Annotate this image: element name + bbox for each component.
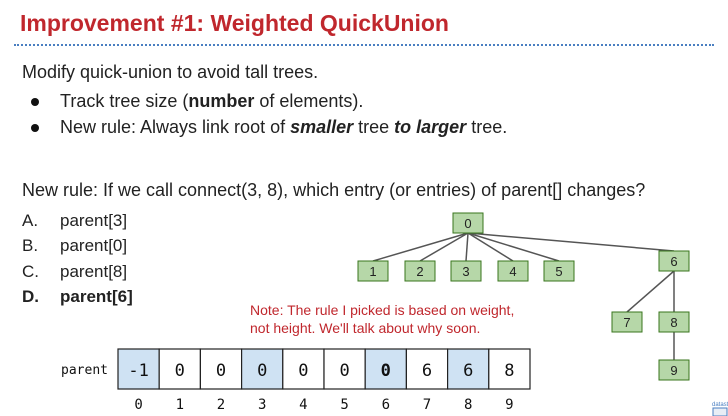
tree-node-label-4: 4	[509, 264, 516, 279]
tree-node-label-2: 2	[416, 264, 423, 279]
array-value-2: 0	[216, 361, 226, 381]
array-cell-6	[364, 348, 408, 390]
array-cell-4	[282, 348, 325, 390]
array-index-8: 8	[464, 397, 472, 413]
array-value-5: 0	[339, 361, 349, 381]
array-value-0: -1	[128, 361, 148, 381]
option-c-letter: C.	[22, 262, 39, 281]
bullet-bold-text: number	[188, 91, 255, 111]
array-value-3: 0	[257, 361, 267, 381]
option-a-letter: A.	[22, 211, 39, 230]
corner-logo-icon	[712, 407, 728, 416]
note-line-1: Note: The rule I picked is based on weig…	[250, 302, 515, 318]
array-index-2: 2	[217, 397, 225, 413]
bullet-emphasis-text: to larger	[394, 117, 467, 137]
bullet-text: New rule: Always link root of	[60, 117, 291, 137]
slide-title: Improvement #1: Weighted QuickUnion	[20, 10, 449, 36]
tree-node-7	[611, 311, 643, 333]
tree-node-label-7: 7	[623, 315, 630, 330]
bullet-text: Track tree size (	[60, 91, 189, 111]
bullet-text: tree.	[466, 117, 508, 137]
option-b-text: parent[0]	[60, 236, 128, 255]
tree-node-4	[497, 260, 529, 282]
tree-edge-0-5	[467, 232, 560, 262]
bullet-dot	[31, 98, 39, 106]
bullet-text: tree	[353, 117, 395, 137]
title-divider	[14, 44, 714, 46]
tree-node-label-0: 0	[464, 216, 471, 231]
tree-node-label-5: 5	[555, 264, 562, 279]
array-cell-7	[405, 348, 449, 390]
bullet-emphasis-text: smaller	[290, 117, 354, 137]
bullet-new-rule: New rule: Always link root of smaller tr…	[60, 117, 507, 138]
note-line-2: not height. We'll talk about why soon.	[250, 320, 481, 336]
array-index-6: 6	[382, 397, 390, 413]
tree-node-label-8: 8	[670, 315, 677, 330]
array-value-6: 0	[381, 361, 391, 381]
tree-edge-0-6	[467, 232, 675, 252]
tree-node-label-9: 9	[670, 363, 677, 378]
array-index-0: 0	[134, 397, 142, 413]
tree-node-label-3: 3	[462, 264, 469, 279]
array-value-7: 6	[422, 361, 432, 381]
tree-node-3	[450, 260, 482, 282]
array-index-5: 5	[340, 397, 348, 413]
tree-edge-0-4	[467, 232, 514, 262]
bullet-track-size: Track tree size (number of elements).	[60, 91, 363, 112]
array-index-7: 7	[423, 397, 431, 413]
array-index-9: 9	[505, 397, 513, 413]
tree-edge-0-1	[372, 232, 469, 262]
array-cell-9	[488, 348, 531, 390]
tree-node-0	[452, 212, 484, 234]
option-a-text: parent[3]	[60, 211, 128, 230]
tree-node-label-6: 6	[670, 254, 677, 269]
tree-node-8	[658, 311, 690, 333]
array-index-1: 1	[176, 397, 184, 413]
tree-node-5	[543, 260, 575, 282]
array-index-4: 4	[299, 397, 307, 413]
array-value-1: 0	[175, 361, 185, 381]
array-value-8: 6	[463, 361, 473, 381]
option-b-letter: B.	[22, 236, 39, 255]
question-text: New rule: If we call connect(3, 8), whic…	[22, 180, 646, 200]
tree-node-6	[658, 250, 690, 272]
tree-edge-6-7	[626, 270, 675, 313]
option-c-text: parent[8]	[60, 262, 128, 281]
array-label: parent	[61, 363, 108, 378]
tree-node-label-1: 1	[369, 264, 376, 279]
array-value-4: 0	[298, 361, 308, 381]
option-d-letter: D.	[22, 287, 39, 306]
intro-text: Modify quick-union to avoid tall trees.	[22, 62, 319, 82]
array-cell-3	[241, 348, 284, 390]
array-cell-0	[117, 348, 160, 390]
tree-node-1	[357, 260, 389, 282]
tree-edge-0-3	[465, 232, 469, 262]
tree-node-2	[404, 260, 436, 282]
array-value-9: 8	[504, 361, 514, 381]
corner-logo-text: datast	[712, 402, 728, 408]
bullet-dot	[31, 124, 39, 132]
tree-node-9	[658, 359, 690, 381]
array-index-3: 3	[258, 397, 266, 413]
array-cell-5	[323, 348, 366, 390]
option-d-text: parent[6]	[60, 287, 133, 306]
tree-edge-0-2	[419, 232, 469, 262]
bullet-text: of elements).	[254, 91, 364, 111]
